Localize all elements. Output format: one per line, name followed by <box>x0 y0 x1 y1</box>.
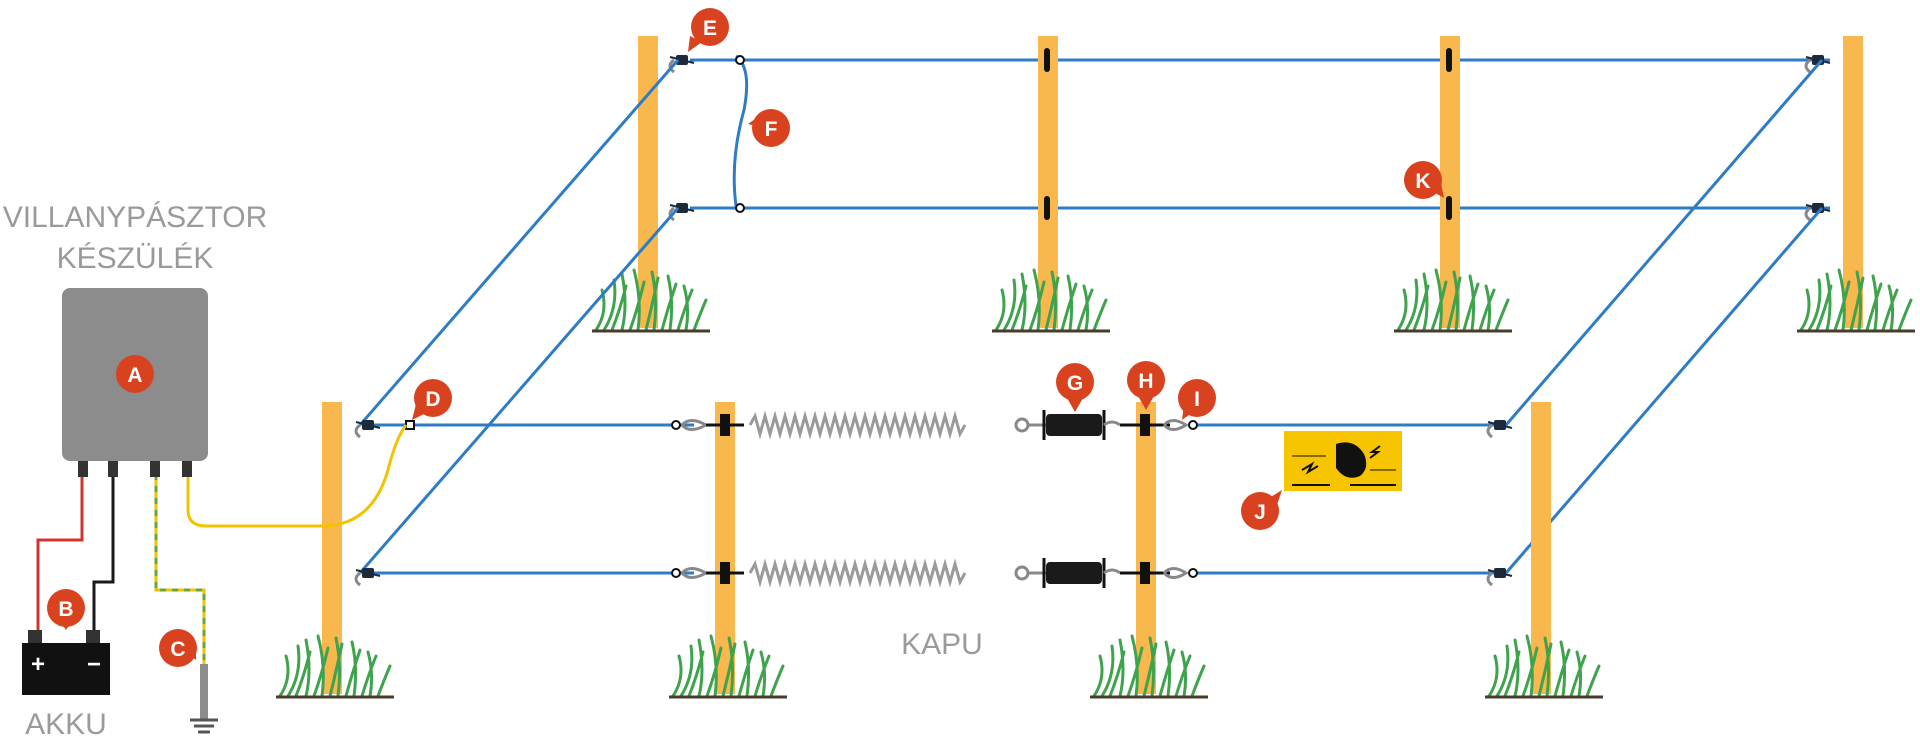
back-post-3 <box>1440 36 1460 328</box>
front-post-4 <box>1531 402 1551 694</box>
markers: A B C D E F G <box>47 8 1444 667</box>
svg-text:I: I <box>1194 388 1200 411</box>
front-post-2 <box>715 402 735 694</box>
svg-text:K: K <box>1415 170 1430 193</box>
warning-sign-icon <box>1284 431 1402 491</box>
marker-i: I <box>1178 379 1216 420</box>
gate-label: KAPU <box>901 628 983 661</box>
back-post-2 <box>1038 36 1058 328</box>
insulator-icon <box>1140 414 1150 436</box>
insulator-icon <box>1446 196 1452 220</box>
gate-handle <box>1046 414 1102 436</box>
gate-handle <box>1046 562 1102 584</box>
insulator-icon <box>1446 48 1452 72</box>
insulator-icon <box>1044 48 1050 72</box>
svg-text:A: A <box>127 364 142 387</box>
front-post-3 <box>1136 402 1156 694</box>
back-fence <box>590 36 1917 333</box>
side-wires <box>358 59 1824 574</box>
svg-text:C: C <box>170 638 185 661</box>
marker-h: H <box>1127 361 1165 410</box>
energizer-label-line1: VILLANYPÁSZTOR <box>3 201 268 234</box>
marker-k: K <box>1404 161 1444 199</box>
svg-text:F: F <box>765 118 778 141</box>
battery-minus-label: − <box>87 651 101 678</box>
gate-bottom <box>671 558 1198 588</box>
svg-text:G: G <box>1067 372 1083 395</box>
fence-lead <box>186 424 408 528</box>
connector-icon <box>735 55 745 65</box>
marker-f: F <box>748 109 790 147</box>
jumper-wire <box>732 54 749 207</box>
battery-plus-label: + <box>31 651 45 678</box>
battery-plus-lead <box>36 468 84 636</box>
insulator-icon <box>1140 562 1150 584</box>
svg-text:H: H <box>1138 370 1153 393</box>
marker-c: C <box>159 629 197 667</box>
marker-e: E <box>688 8 729 52</box>
svg-text:D: D <box>425 388 440 411</box>
front-fence <box>274 402 1605 699</box>
marker-b: B <box>47 589 85 630</box>
energizer-group: + − <box>22 288 408 734</box>
spring-icon <box>748 410 967 440</box>
front-post-1 <box>322 402 342 694</box>
battery-icon: + − <box>22 630 110 695</box>
energizer-label-line2: KÉSZÜLÉK <box>57 242 214 275</box>
svg-text:B: B <box>58 598 73 621</box>
marker-a: A <box>116 355 154 393</box>
back-post-4 <box>1843 36 1863 328</box>
svg-text:E: E <box>703 17 717 40</box>
connector-icon <box>405 420 415 430</box>
marker-g: G <box>1056 363 1094 412</box>
gate-top <box>671 410 1198 440</box>
battery-label: AKKU <box>25 708 107 741</box>
battery-minus-lead <box>92 468 115 636</box>
insulator-icon <box>1044 196 1050 220</box>
ground-icon <box>190 664 218 734</box>
marker-j: J <box>1241 490 1282 530</box>
spring-icon <box>748 558 967 588</box>
svg-text:J: J <box>1254 501 1266 524</box>
marker-d: D <box>412 379 452 420</box>
back-post-1 <box>638 36 658 328</box>
connector-icon <box>735 203 745 213</box>
